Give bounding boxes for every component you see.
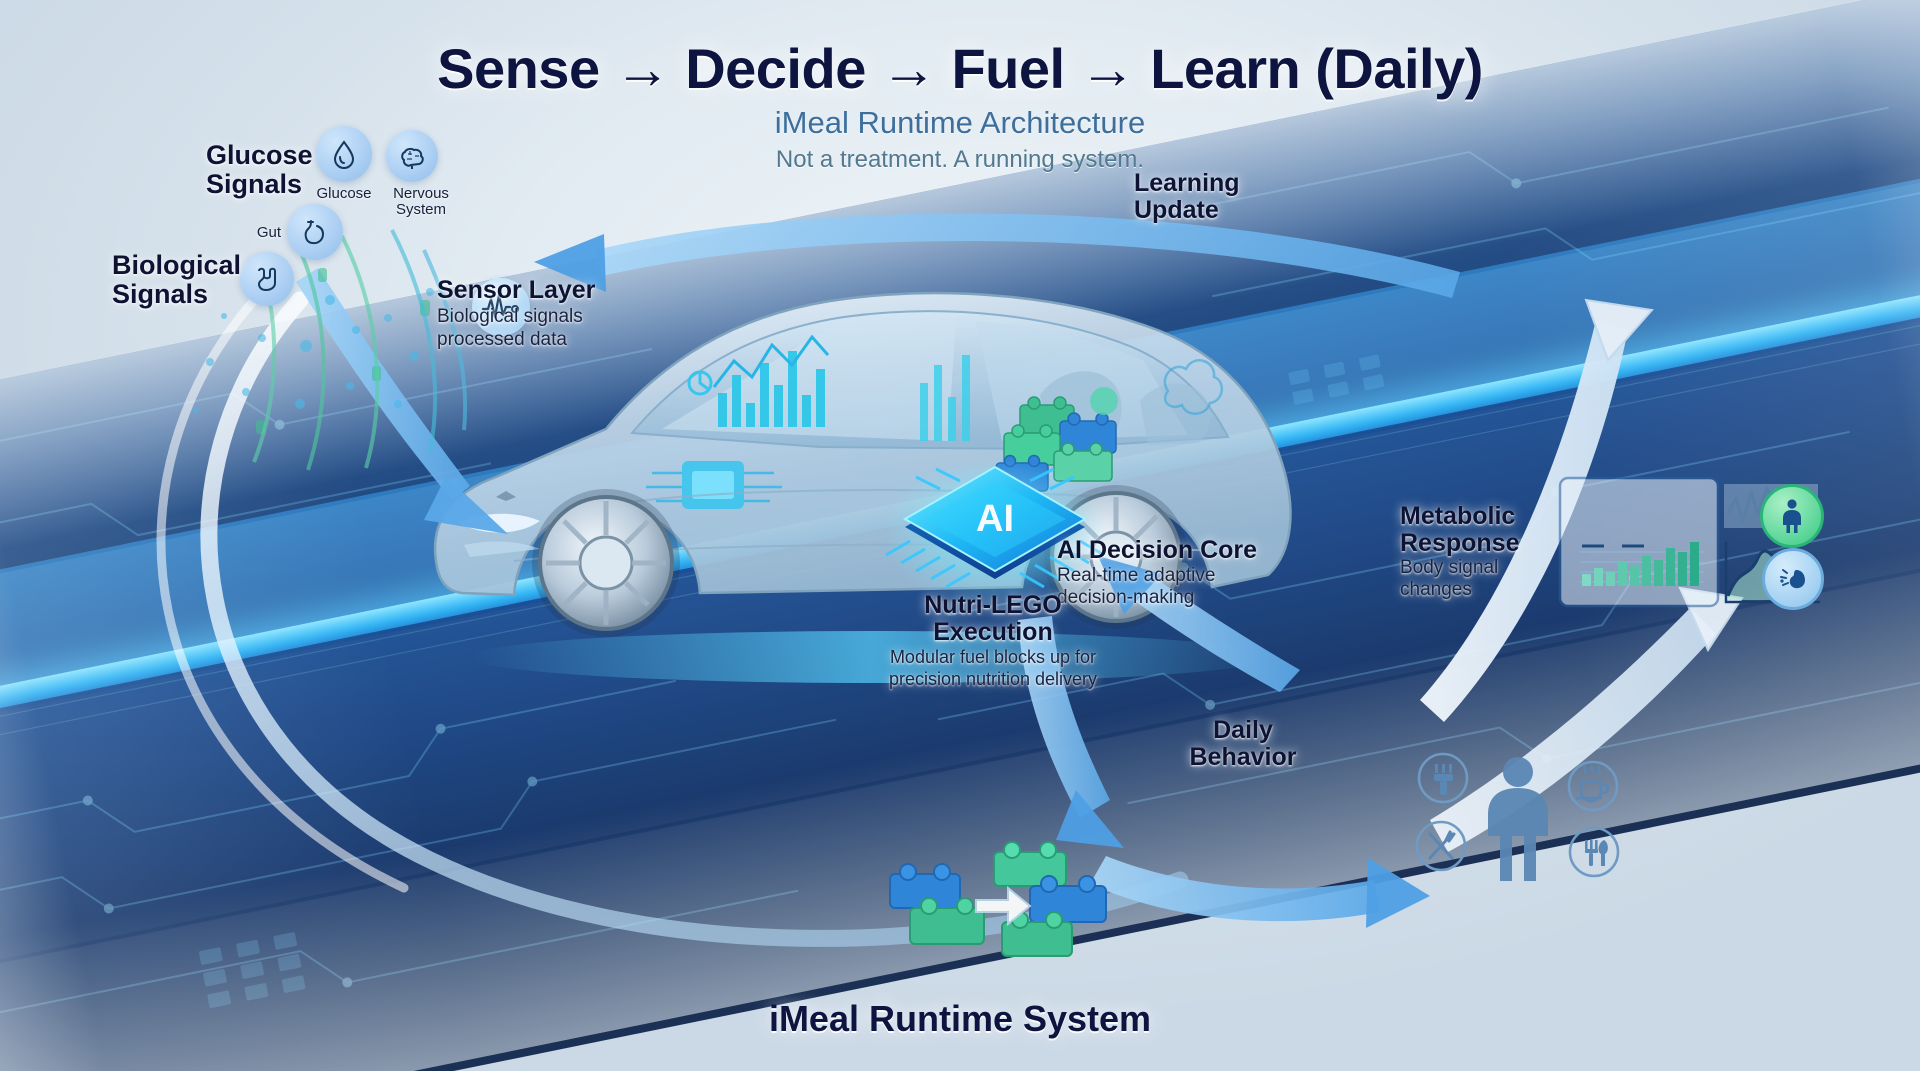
body-silhouette-icon[interactable] [1760, 484, 1824, 548]
organ-icon[interactable] [1762, 548, 1824, 610]
nutri-lego-cluster [889, 841, 1107, 957]
footer-caption: iMeal Runtime System [768, 998, 1152, 1039]
brain-icon[interactable] [386, 130, 438, 182]
daily-behavior-line1: Daily [1213, 716, 1273, 744]
lego-brick-green-3 [1001, 911, 1073, 957]
crossed-utensils-icon-ring [1415, 820, 1467, 872]
sensor-layer-title: Sensor Layer [437, 276, 596, 304]
biological-signals-line2: Signals [112, 278, 209, 309]
daily-behavior-icon-group [1415, 752, 1620, 881]
ai-decision-chip: AI [880, 455, 1110, 620]
fork-knife-icon [1585, 840, 1608, 866]
lego-brick-blue-2 [1029, 875, 1107, 923]
label-nutri-lego-execution: Nutri-LEGO Execution Modular fuel blocks… [889, 591, 1097, 689]
stomach-icon[interactable] [287, 204, 343, 260]
ai-core-title: AI Decision Core [1057, 536, 1258, 564]
caption-gut: Gut [256, 224, 281, 241]
label-glucose-signals: Glucose Signals [206, 141, 313, 198]
label-metabolic-response: Metabolic Response Body signal changes [1400, 503, 1519, 601]
learning-update-line1: Learning [1134, 169, 1240, 197]
nutri-lego-line2: precision nutrition delivery [888, 669, 1098, 690]
arrow-learning-to-sensor [596, 213, 1460, 298]
caption-nervous-line1: Nervous [393, 185, 449, 202]
caption-glucose: Glucose [316, 185, 372, 202]
lego-assembly-arrow-icon [975, 885, 1032, 927]
bio-particles [193, 262, 434, 413]
page-subtitle: iMeal Runtime Architecture [774, 105, 1146, 140]
daily-behavior-line2: Behavior [1189, 742, 1297, 771]
heartbeat-icon[interactable] [472, 278, 530, 336]
caption-nervous-line2: System [395, 201, 446, 219]
metabolic-line2: changes [1400, 579, 1472, 601]
nutri-lego-title-line1: Nutri-LEGO [924, 591, 1062, 619]
fork-knife-icon-ring [1568, 826, 1620, 878]
arrow-sensor-to-car [296, 268, 470, 500]
sensor-layer-line1: Biological signals [437, 305, 583, 327]
dashboard-bar-chart [1580, 542, 1704, 586]
arrow-metabolic-to-learning [1420, 320, 1628, 722]
label-ai-decision-core: AI Decision Core Real-time adaptive deci… [1057, 537, 1257, 608]
crossed-utensils-icon [1428, 830, 1456, 860]
biological-signals-line1: Biological [112, 250, 242, 280]
label-sensor-layer: Sensor Layer Biological signals processe… [437, 277, 595, 350]
page-title: Sense → Decide → Fuel → Learn (Daily) [437, 37, 1483, 100]
ai-core-line1: Real-time adaptive [1057, 564, 1216, 586]
chip-label: AI [976, 498, 1014, 540]
glucose-signals-line2: Signals [206, 168, 303, 199]
coffee-cup-icon [1576, 765, 1610, 803]
label-biological-signals: Biological Signals [112, 251, 241, 308]
caption-nervous-system: Nervous System [388, 185, 454, 219]
sensor-layer-line2: processed data [437, 328, 567, 350]
intestine-icon[interactable] [240, 252, 294, 306]
fork-plug-icon-ring [1417, 752, 1469, 804]
nutri-lego-title-line2: Execution [933, 617, 1053, 646]
fork-plug-icon [1434, 764, 1453, 795]
nutri-lego-line1: Modular fuel blocks up for [889, 647, 1097, 667]
label-learning-update: Learning Update [1134, 170, 1240, 223]
learning-update-line2: Update [1134, 195, 1219, 224]
label-daily-behavior: Daily Behavior [1188, 717, 1298, 770]
coffee-cup-icon-ring [1567, 760, 1619, 812]
lego-brick-green-1 [909, 897, 985, 945]
arrow-lego-to-behavior [1090, 856, 1380, 922]
page-tagline: Not a treatment. A running system. [775, 146, 1145, 173]
metabolic-title-line2: Response [1400, 528, 1520, 557]
lego-brick-blue-1 [889, 863, 961, 909]
metabolic-line1: Body signal [1400, 557, 1499, 578]
arrow-lego-to-ai [1128, 572, 1300, 692]
glucose-signals-line1: Glucose [206, 140, 313, 170]
person-icon [1488, 757, 1548, 881]
metabolic-title-line1: Metabolic [1400, 502, 1516, 530]
front-wheel [532, 489, 680, 637]
arrow-behavior-to-metabolic [1430, 608, 1716, 852]
arrow-ai-to-lego [1018, 616, 1110, 818]
ai-core-line2: decision-making [1057, 586, 1195, 608]
glucose-droplet-icon[interactable] [316, 126, 372, 182]
